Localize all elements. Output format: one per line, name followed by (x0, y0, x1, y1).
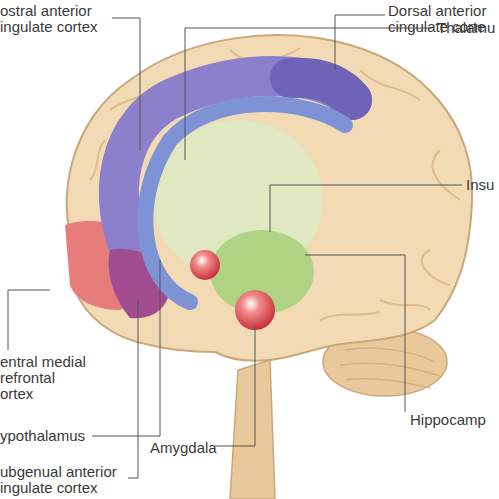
leader-line (92, 260, 160, 436)
region-label: ostral anterior ingulate cortex (0, 3, 112, 35)
leader-line (128, 300, 138, 478)
hypothalamus-ball (190, 250, 220, 280)
region-label: Insu (466, 177, 499, 193)
leader-line (305, 255, 405, 412)
region-label: ypothalamus (0, 428, 100, 444)
brainstem (230, 360, 275, 499)
region-label: Thalamu (437, 20, 499, 36)
leader-line (112, 18, 140, 150)
leader-line (185, 28, 432, 160)
region-label: Hippocamp (410, 412, 499, 428)
leader-line (8, 290, 50, 350)
region-label: entral medial refrontal ortex (0, 354, 89, 402)
cerebrum (67, 35, 472, 361)
dorsal-cingulate-region (290, 78, 352, 100)
leader-line (270, 185, 462, 232)
cerebellum-folds (340, 348, 440, 388)
region-label: Amygdala (150, 440, 230, 456)
leader-lines (8, 15, 462, 478)
amygdala-ball (235, 290, 275, 330)
region-label: ubgenual anterior ingulate cortex (0, 464, 125, 496)
leader-line (215, 325, 255, 446)
leader-line (335, 15, 385, 70)
